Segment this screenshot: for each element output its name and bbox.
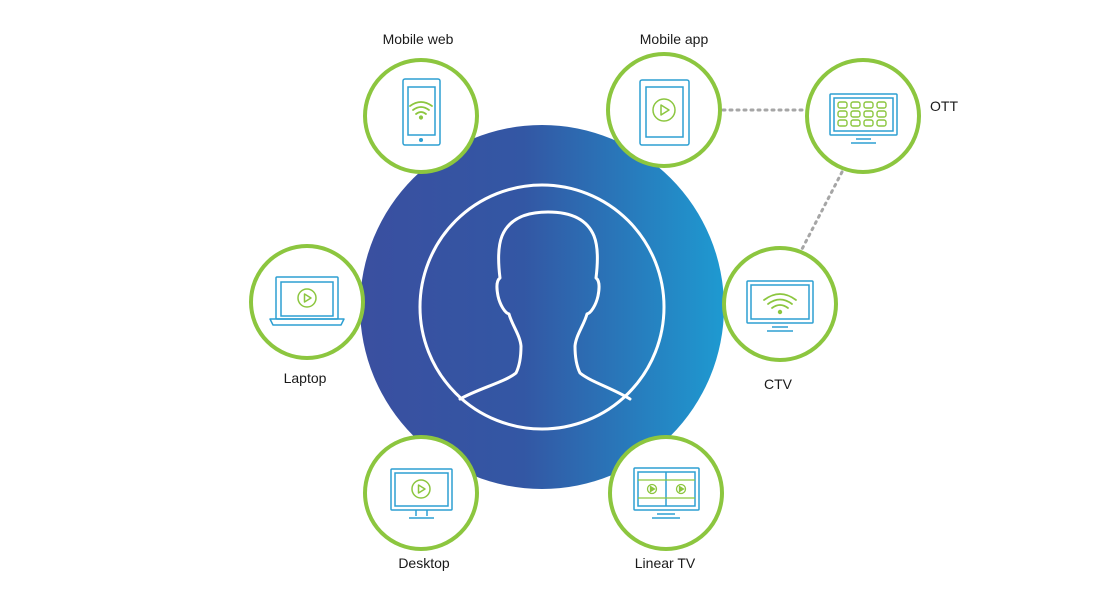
laptop-play-icon: [269, 276, 345, 326]
label-desktop: Desktop: [398, 555, 450, 571]
device-node-ott[interactable]: [805, 58, 921, 174]
person-silhouette-icon: [458, 210, 632, 401]
device-node-laptop[interactable]: [249, 244, 365, 360]
tv-wifi-icon: [746, 280, 814, 332]
label-ott: OTT: [930, 98, 958, 114]
device-node-mobile-app[interactable]: [606, 52, 722, 168]
connector-ott-ctv: [799, 170, 844, 253]
label-laptop: Laptop: [283, 370, 327, 386]
tablet-play-icon: [639, 79, 690, 146]
label-mobile-web: Mobile web: [382, 31, 454, 47]
monitor-play-icon: [390, 468, 453, 519]
tv-split-play-icon: [633, 467, 700, 519]
device-node-linear-tv[interactable]: [608, 435, 724, 551]
device-node-ctv[interactable]: [722, 246, 838, 362]
smartphone-wifi-icon: [402, 78, 441, 146]
label-ctv: CTV: [764, 376, 792, 392]
connector-lines: [721, 108, 844, 253]
device-node-desktop[interactable]: [363, 435, 479, 551]
label-mobile-app: Mobile app: [639, 31, 709, 47]
tv-app-grid-icon: [829, 93, 898, 144]
audience-circle: [360, 125, 724, 489]
label-linear-tv: Linear TV: [634, 555, 696, 571]
device-node-mobile-web[interactable]: [363, 58, 479, 174]
